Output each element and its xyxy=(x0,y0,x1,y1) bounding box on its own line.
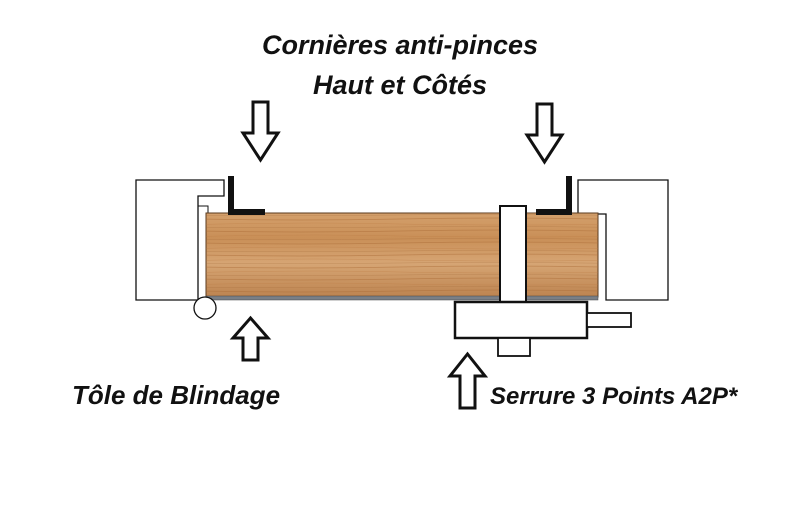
title-line-1: Cornières anti-pinces xyxy=(261,30,539,60)
shield-plate-label: Tôle de Blindage xyxy=(72,380,281,410)
lock-case xyxy=(453,300,589,340)
lock-cylinder xyxy=(497,337,531,357)
lock-vertical-bar xyxy=(499,205,527,307)
lock-label: Serrure 3 Points A2P* xyxy=(490,383,738,410)
title-line-2: Haut et Côtés xyxy=(312,70,488,100)
down-arrow-icon xyxy=(240,100,281,163)
left-door-frame xyxy=(135,179,225,301)
down-arrow-icon xyxy=(524,102,565,165)
right-corner-angle xyxy=(536,176,572,215)
up-arrow-icon xyxy=(446,351,489,410)
left-corner-angle xyxy=(228,176,265,215)
wood-grain-texture xyxy=(206,213,598,297)
shield-plate xyxy=(205,295,599,301)
up-arrow-icon xyxy=(229,315,272,362)
lock-bolt xyxy=(586,312,632,328)
hinge-circle xyxy=(193,296,217,320)
